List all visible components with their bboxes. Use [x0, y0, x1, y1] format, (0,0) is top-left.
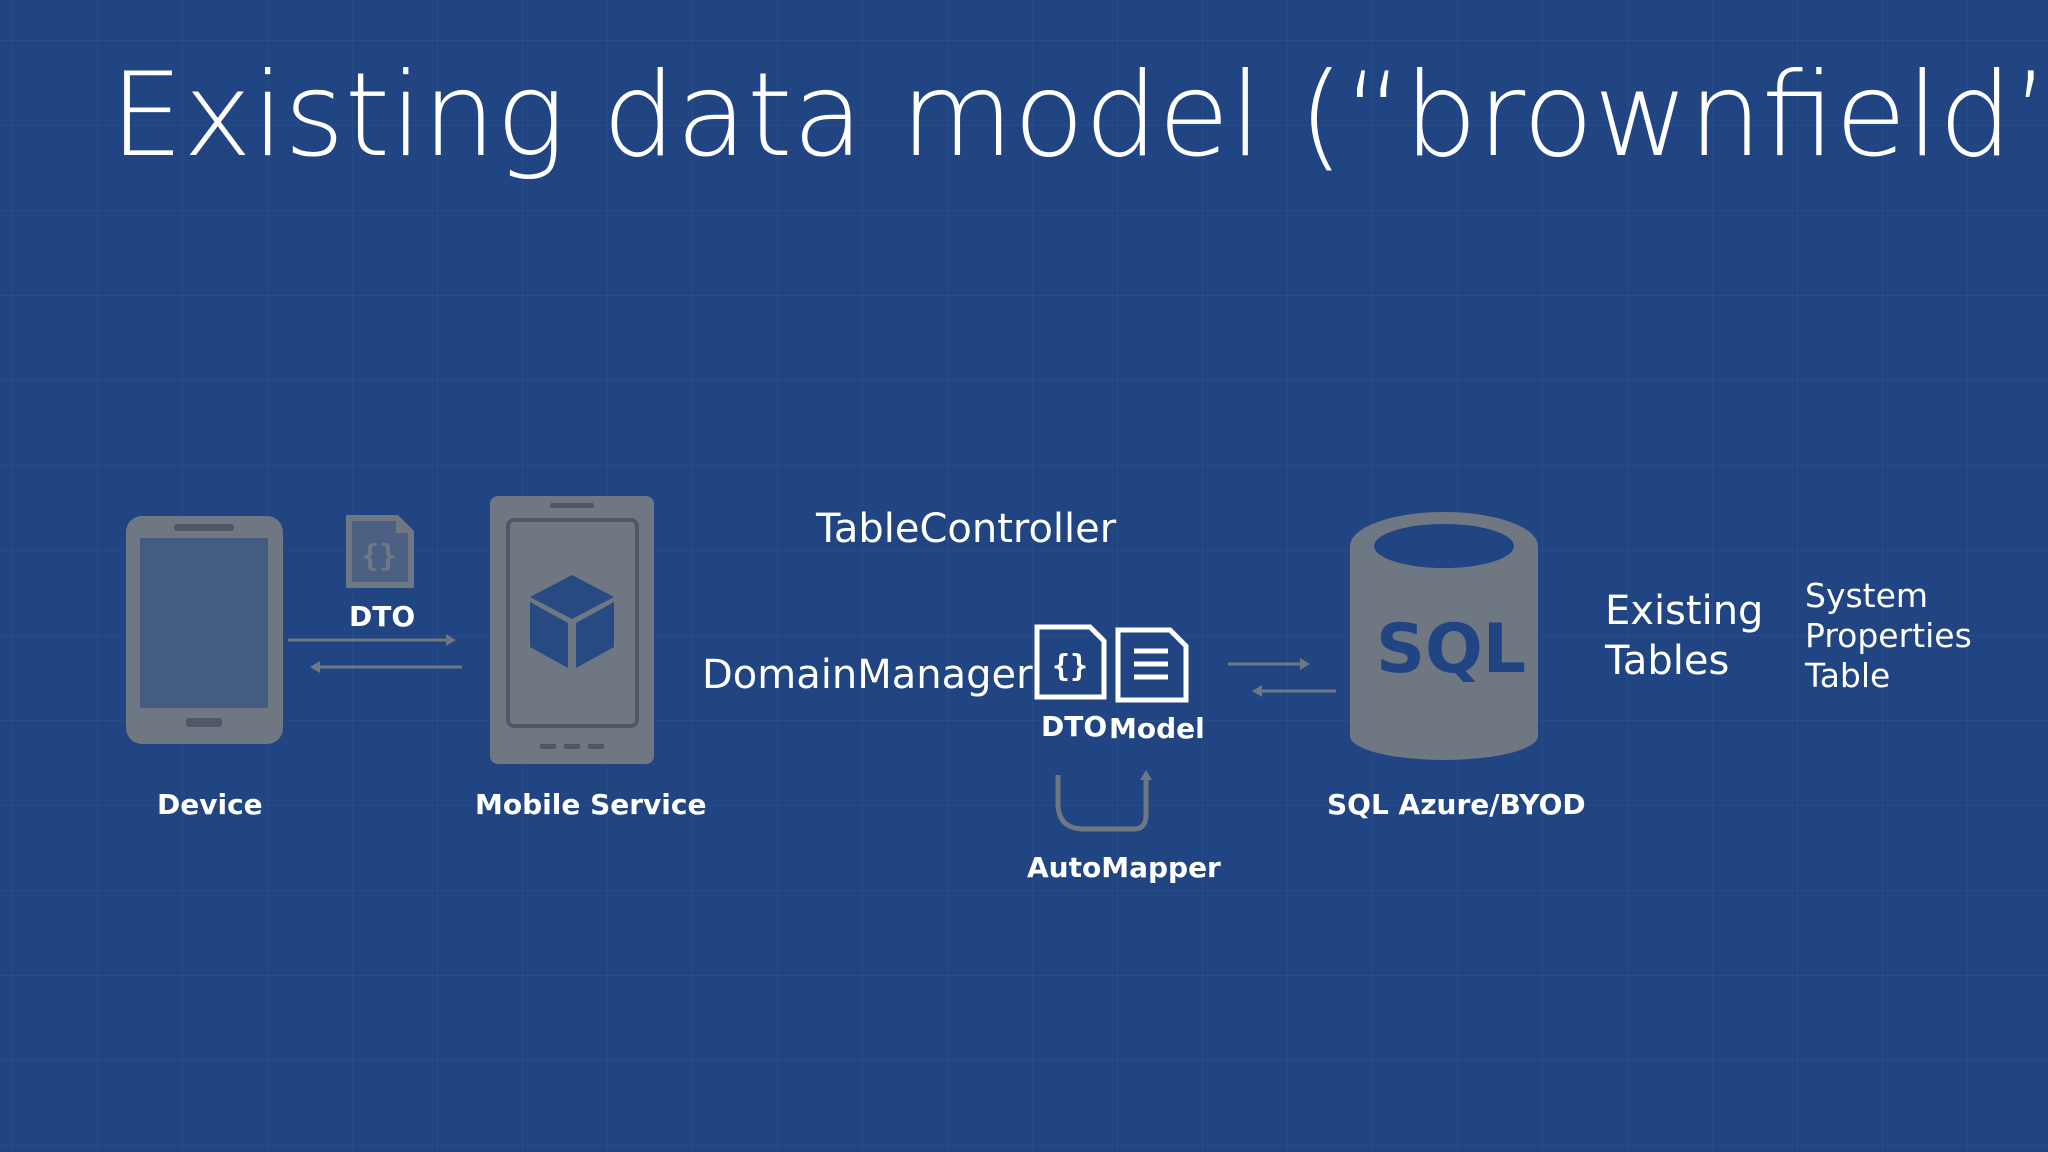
dto-label: DTO: [1041, 710, 1108, 743]
dto-label-left: DTO: [349, 600, 416, 633]
slide-title: Existing data model (“brownfield”): [110, 48, 2048, 183]
model-document-icon: [1115, 627, 1189, 703]
sql-database-icon: [1350, 512, 1538, 760]
svg-text:{}: {}: [361, 539, 397, 574]
existing-tables-line2: Tables: [1605, 638, 1730, 684]
existing-tables-line1: Existing: [1605, 588, 1764, 634]
sql-azure-label: SQL Azure/BYOD: [1327, 788, 1586, 821]
system-properties-line2: Properties: [1805, 616, 1972, 655]
dto-white-file-icon: {}: [1034, 624, 1107, 700]
system-properties-line1: System: [1805, 576, 1929, 615]
dto-file-icon: {}: [346, 515, 414, 588]
system-properties-line3: Table: [1805, 656, 1891, 695]
system-properties-label: System Properties Table: [1805, 576, 1972, 696]
automapper-label: AutoMapper: [1027, 851, 1221, 884]
device-service-arrows: [288, 634, 462, 673]
model-sql-arrows: [1228, 658, 1336, 697]
device-icon: [126, 516, 283, 744]
device-label: Device: [157, 788, 263, 821]
domain-manager-label: DomainManager: [702, 652, 1033, 698]
mobile-service-icon: [490, 496, 654, 764]
table-controller-label: TableController: [816, 506, 1117, 552]
existing-tables-label: Existing Tables: [1605, 586, 1763, 686]
svg-text:{}: {}: [1052, 649, 1088, 684]
mobile-service-label: Mobile Service: [475, 788, 707, 821]
automapper-loop-icon: [1055, 770, 1152, 832]
model-label: Model: [1109, 712, 1205, 745]
sql-icon-text: SQL: [1376, 610, 1527, 689]
